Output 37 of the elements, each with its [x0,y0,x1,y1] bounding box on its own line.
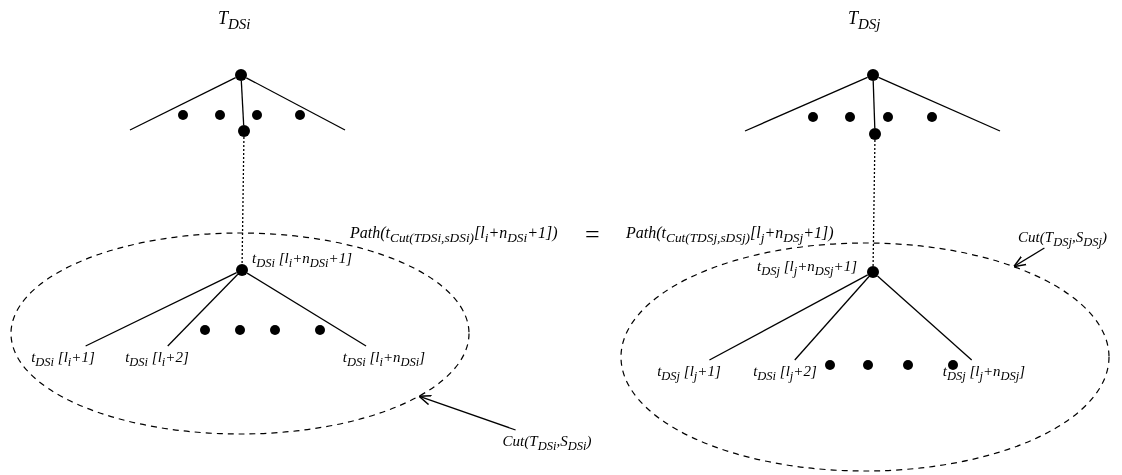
node-label: t$_{DSi}$ [l$_{i}$+n$_{DSi}$] [328,346,440,368]
tree-node-dot [867,266,879,278]
dotted-connector [872,139,876,267]
math-label: Path(t$_{Cut(TDSi,sDSi)}$[l$_{i}$+n$_{DSi}$+1]) [350,224,558,247]
tree-branch-line [245,77,346,131]
tree-node-dot [236,264,248,276]
node-label: t$_{DSj}$ [l$_{j}$+1] [644,360,734,382]
node-label: t$_{DSi}$ [l$_{j}$+2] [740,360,830,382]
node-label: t$_{DSj}$ [l$_{j}$+n$_{DSj}$] [928,360,1040,382]
node-caption: t$_{DSj}$ [l$_{j}$+n$_{DSj}$+1] [757,258,857,279]
tree-node-dot [238,125,250,137]
node-label: Cut(T$_{DSi}$,S$_{DSi}$) [482,430,612,452]
tree-branch-line [876,275,973,361]
math-label: T$_{DSi}$ [218,8,251,33]
tree-branch-line [129,77,237,131]
equals-sign: = [585,220,600,250]
node-label: t$_{DSi}$ [l$_{i}$+2] [112,346,202,368]
tree-branch-line [877,76,1001,132]
node-label: t$_{DSi}$ [l$_{i}$+1] [18,346,108,368]
tree-node-dot [867,69,879,81]
dotted-connector [241,136,245,265]
node-label: Cut(T$_{DSj}$,S$_{DSj}$) [1005,226,1120,248]
arrow [418,394,517,431]
tree-branch-line [794,275,870,361]
tree-branch-line [167,273,239,347]
tree-branch-line [246,272,367,347]
tree-branch-line [84,271,238,347]
tree-branch-line [240,80,245,126]
tree-branch-line [708,274,869,361]
node-caption: t$_{DSi}$ [l$_{i}$+n$_{DSi}$+1] [252,250,352,271]
tree-node-dot [869,128,881,140]
tree-branch-line [872,80,876,129]
tree-branch-line [744,76,869,132]
arrow [1013,247,1046,268]
math-label: T$_{DSj}$ [848,8,881,33]
tree-node-dot [235,69,247,81]
math-label: Path(t$_{Cut(TDSj,sDSj)}$[l$_{j}$+n$_{DSj}$+1]) [626,224,834,247]
